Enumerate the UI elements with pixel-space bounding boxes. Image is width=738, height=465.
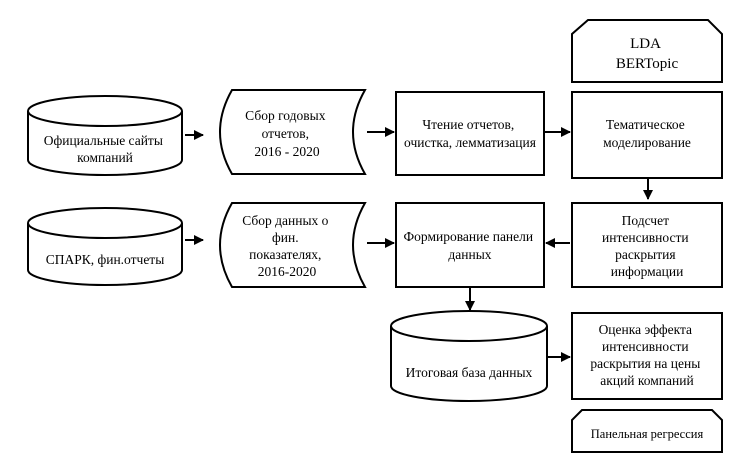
spark-line-1: СПАРК, фин.отчеты xyxy=(46,252,165,267)
methods-card-line-1: LDA xyxy=(630,36,661,52)
svg-text:Подсчет интенсивности: Подсчет интенсивности раскрытия информац… xyxy=(602,213,692,279)
effect-eval-line-1: Оценка эффекта xyxy=(599,322,692,337)
node-official-sites: Официальные сайты компаний xyxy=(27,95,183,176)
svg-text:Формирование панели данн: Формирование панели данных xyxy=(403,229,536,262)
effect-eval-line-2: интенсивности xyxy=(602,339,689,354)
svg-text:СПАРК, фин.отчеты: СПАРК, фин.отчеты xyxy=(46,252,165,267)
effect-eval-line-4: акций компаний xyxy=(600,373,693,388)
effect-eval-line-3: раскрытия на цены xyxy=(590,356,700,371)
node-collect-fin: Сбор данных о фин. показателях, 2016-202… xyxy=(219,202,367,288)
node-panel-regression: Панельная регрессия xyxy=(571,409,723,453)
svg-text:Сбор данных о фин.: Сбор данных о фин. показателях, 2016-202… xyxy=(242,213,332,279)
topic-modeling-line-2: моделирование xyxy=(603,135,691,150)
collect-reports-line-2: отчетов, xyxy=(262,126,309,141)
svg-text:LDA BERTopic: LDA BERTopic xyxy=(616,36,679,72)
svg-text:Сбор годовых отчетов,: Сбор годовых отчетов, 2016 - 2020 xyxy=(245,108,329,159)
collect-fin-line-4: 2016-2020 xyxy=(258,264,317,279)
node-collect-reports: Сбор годовых отчетов, 2016 - 2020 xyxy=(219,89,367,175)
svg-text:Итоговая база данных: Итоговая база данных xyxy=(406,365,533,380)
final-db-line-1: Итоговая база данных xyxy=(406,365,533,380)
svg-text:Тематическое моделирован: Тематическое моделирование xyxy=(603,117,691,150)
svg-text:Оценка эффекта интенсивн: Оценка эффекта интенсивности раскрытия н… xyxy=(590,322,703,388)
collect-reports-line-3: 2016 - 2020 xyxy=(254,144,319,159)
read-reports-line-1: Чтение отчетов, xyxy=(422,117,514,132)
collect-reports-line-1: Сбор годовых xyxy=(245,108,326,123)
read-reports-line-2: очистка, лемматизация xyxy=(404,135,536,150)
node-topic-modeling: Тематическое моделирование xyxy=(571,91,723,179)
node-methods-card: LDA BERTopic xyxy=(571,19,723,83)
disclosure-count-line-4: информации xyxy=(611,264,684,279)
svg-text:Панельная регрессия: Панельная регрессия xyxy=(591,427,704,441)
node-read-reports: Чтение отчетов, очистка, лемматизация xyxy=(395,91,545,176)
node-final-db: Итоговая база данных xyxy=(390,310,548,402)
collect-fin-line-2: фин. xyxy=(272,230,299,245)
svg-text:Официальные сайты компан: Официальные сайты компаний xyxy=(44,133,167,165)
official-sites-line-2: компаний xyxy=(77,150,133,165)
node-spark: СПАРК, фин.отчеты xyxy=(27,207,183,286)
node-panel-form: Формирование панели данных xyxy=(395,202,545,288)
official-sites-line-1: Официальные сайты xyxy=(44,133,163,148)
disclosure-count-line-1: Подсчет xyxy=(622,213,669,228)
disclosure-count-line-2: интенсивности xyxy=(602,230,689,245)
panel-form-line-1: Формирование панели xyxy=(403,229,533,244)
panel-regression-line-1: Панельная регрессия xyxy=(591,427,704,441)
methods-card-line-2: BERTopic xyxy=(616,56,679,72)
panel-form-line-2: данных xyxy=(448,247,491,262)
collect-fin-line-3: показателях, xyxy=(249,247,321,262)
topic-modeling-line-1: Тематическое xyxy=(606,117,685,132)
node-effect-eval: Оценка эффекта интенсивности раскрытия н… xyxy=(571,312,723,400)
disclosure-count-line-3: раскрытия xyxy=(615,247,675,262)
node-disclosure-count: Подсчет интенсивности раскрытия информац… xyxy=(571,202,723,288)
edges xyxy=(185,127,653,362)
collect-fin-line-1: Сбор данных о xyxy=(242,213,328,228)
svg-text:Чтение отчетов, очистка,: Чтение отчетов, очистка, лемматизация xyxy=(404,117,536,150)
